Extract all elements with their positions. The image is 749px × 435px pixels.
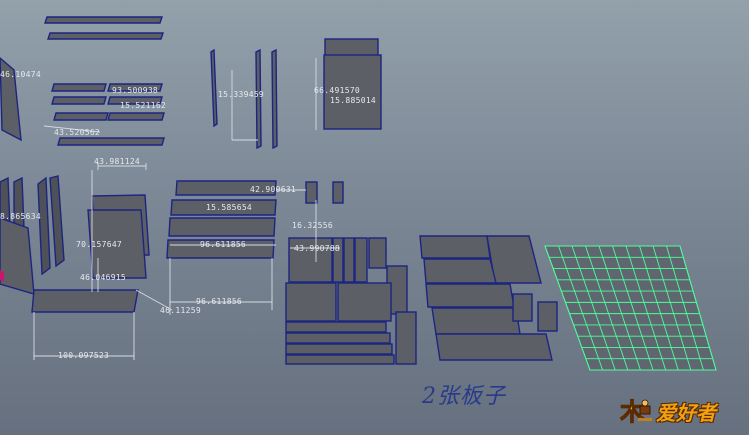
measurement-lines <box>33 58 340 360</box>
dimension-label: 46.11259 <box>160 306 201 315</box>
grid-line <box>612 245 654 371</box>
dimension-label: 43.520562 <box>54 128 101 137</box>
grid-plane[interactable] <box>544 245 717 371</box>
dimension-label: 16.32556 <box>292 221 333 230</box>
dimension-label: 8.865634 <box>0 212 41 221</box>
grid-line <box>544 245 591 371</box>
dimension-label: 15.585654 <box>206 203 253 212</box>
shelf-stack <box>166 180 344 259</box>
wood-craftsman-logo-icon: 木 <box>620 396 654 426</box>
vertical-boards <box>210 48 278 150</box>
side-panel[interactable] <box>0 57 22 142</box>
base-board <box>31 289 139 313</box>
cut-layout-left <box>285 237 417 365</box>
svg-text:木: 木 <box>620 397 645 426</box>
top-slats <box>44 16 164 40</box>
dimension-label: 70.157647 <box>76 240 123 249</box>
dimension-label: 96.611856 <box>196 297 243 306</box>
grid-line <box>585 245 629 371</box>
grid-line <box>652 245 692 371</box>
grid-line <box>558 245 604 371</box>
grid-line <box>666 245 704 371</box>
top-right-panel <box>323 38 382 130</box>
dimension-label: 100.097523 <box>58 351 110 360</box>
dimension-label: 15.339459 <box>218 90 265 99</box>
dimension-label: 93.500938 <box>112 86 159 95</box>
left-stack <box>0 175 65 295</box>
slat[interactable] <box>44 16 163 24</box>
dimension-label: 46.046915 <box>80 273 127 282</box>
caption-text: 2张板子 <box>422 384 506 409</box>
cut-layout-right <box>419 235 558 361</box>
dimension-label: 15.885014 <box>330 96 377 105</box>
middle-boards <box>31 194 150 313</box>
dimension-label: 42.900631 <box>250 185 297 194</box>
grid-line <box>598 245 641 371</box>
grid-line <box>571 245 616 371</box>
watermark-logo: 木 爱好者 <box>620 396 716 427</box>
grid-line <box>639 245 679 371</box>
small-slats <box>51 83 165 146</box>
dimension-label: 43.990788 <box>294 244 341 253</box>
grid-line <box>679 245 717 371</box>
slat[interactable] <box>47 32 164 40</box>
dimension-label: 43.981124 <box>94 157 141 166</box>
logo-text: 爱好者 <box>656 400 716 425</box>
dimension-label: 15.521162 <box>120 101 167 110</box>
dimension-label: 46.10474 <box>0 70 41 79</box>
grid-surface <box>544 245 717 371</box>
dimension-label: 66.491570 <box>314 86 361 95</box>
dimension-label: 96.611856 <box>200 240 247 249</box>
grid-line <box>625 245 667 371</box>
